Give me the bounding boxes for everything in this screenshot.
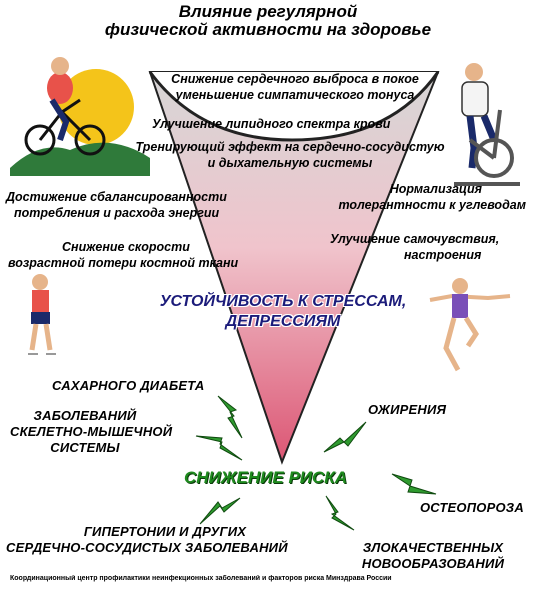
bolt-icon-diabetes bbox=[217, 395, 243, 439]
aerobics-illustration bbox=[429, 278, 511, 372]
title-line-1: Влияние регулярной bbox=[178, 2, 358, 21]
risk-osteoporosis: ОСТЕОПОРОЗА bbox=[420, 500, 524, 515]
benefit-energy-2: потребления и расхода энергии bbox=[14, 206, 220, 220]
title-line-2: физической активности на здоровье bbox=[104, 20, 432, 39]
runner-illustration bbox=[28, 274, 56, 357]
benefit-training-1: Тренирующий эффект на сердечно-сосудисту… bbox=[135, 140, 445, 154]
bolt-icon-osteo bbox=[391, 473, 437, 495]
stress-line-1: УСТОЙЧИВОСТЬ К СТРЕССАМ, bbox=[159, 293, 407, 310]
benefit-mood-1: Улучшение самочувствия, bbox=[330, 232, 500, 246]
cyclist-illustration bbox=[10, 57, 150, 176]
risk-musculo-1: ЗАБОЛЕВАНИЙ bbox=[33, 408, 137, 423]
stress-line-2: ДЕПРЕССИЯМ bbox=[225, 313, 341, 330]
benefit-lipid: Улучшение липидного спектра крови bbox=[152, 117, 391, 131]
risk-cancer-1: ЗЛОКАЧЕСТВЕННЫХ bbox=[362, 540, 504, 555]
benefit-energy-1: Достижение сбалансированности bbox=[6, 190, 227, 204]
risk-hypertension-2: СЕРДЕЧНО-СОСУДИСТЫХ ЗАБОЛЕВАНИЙ bbox=[6, 540, 288, 555]
benefit-mood-2: настроения bbox=[404, 248, 482, 262]
risk-hypertension-1: ГИПЕРТОНИИ И ДРУГИХ bbox=[83, 524, 247, 539]
risk-musculo-2: СКЕЛЕТНО-МЫШЕЧНОЙ bbox=[10, 424, 173, 439]
risk-cancer-2: НОВООБРАЗОВАНИЙ bbox=[361, 556, 505, 571]
risk-reduction-label: СНИЖЕНИЕ РИСКА bbox=[184, 468, 348, 487]
benefit-cardiac-1: Снижение сердечного выброса в покое bbox=[171, 72, 419, 86]
bolt-icon-hyper bbox=[199, 497, 241, 525]
risk-obesity: ОЖИРЕНИЯ bbox=[368, 402, 447, 417]
benefit-bone-1: Снижение скорости bbox=[62, 240, 190, 254]
risk-musculo-3: СИСТЕМЫ bbox=[50, 440, 120, 455]
benefit-glucose-2: толерантности к углеводам bbox=[338, 198, 526, 212]
bolt-icon-cancer bbox=[325, 495, 355, 531]
benefit-training-2: и дыхательную системы bbox=[207, 156, 373, 170]
benefit-bone-2: возрастной потери костной ткани bbox=[8, 256, 239, 270]
funnel-bowl bbox=[148, 71, 440, 142]
bolt-icon-obesity bbox=[323, 421, 367, 453]
bolt-icon-musculo bbox=[195, 435, 243, 461]
benefit-glucose-1: Нормализация bbox=[389, 182, 482, 196]
exercise-bike-illustration bbox=[454, 63, 520, 186]
footer-credit: Координационный центр профилактики неинф… bbox=[10, 575, 392, 582]
benefit-cardiac-2: уменьшение симпатического тонуса bbox=[175, 88, 415, 102]
risk-diabetes: САХАРНОГО ДИАБЕТА bbox=[52, 378, 205, 393]
